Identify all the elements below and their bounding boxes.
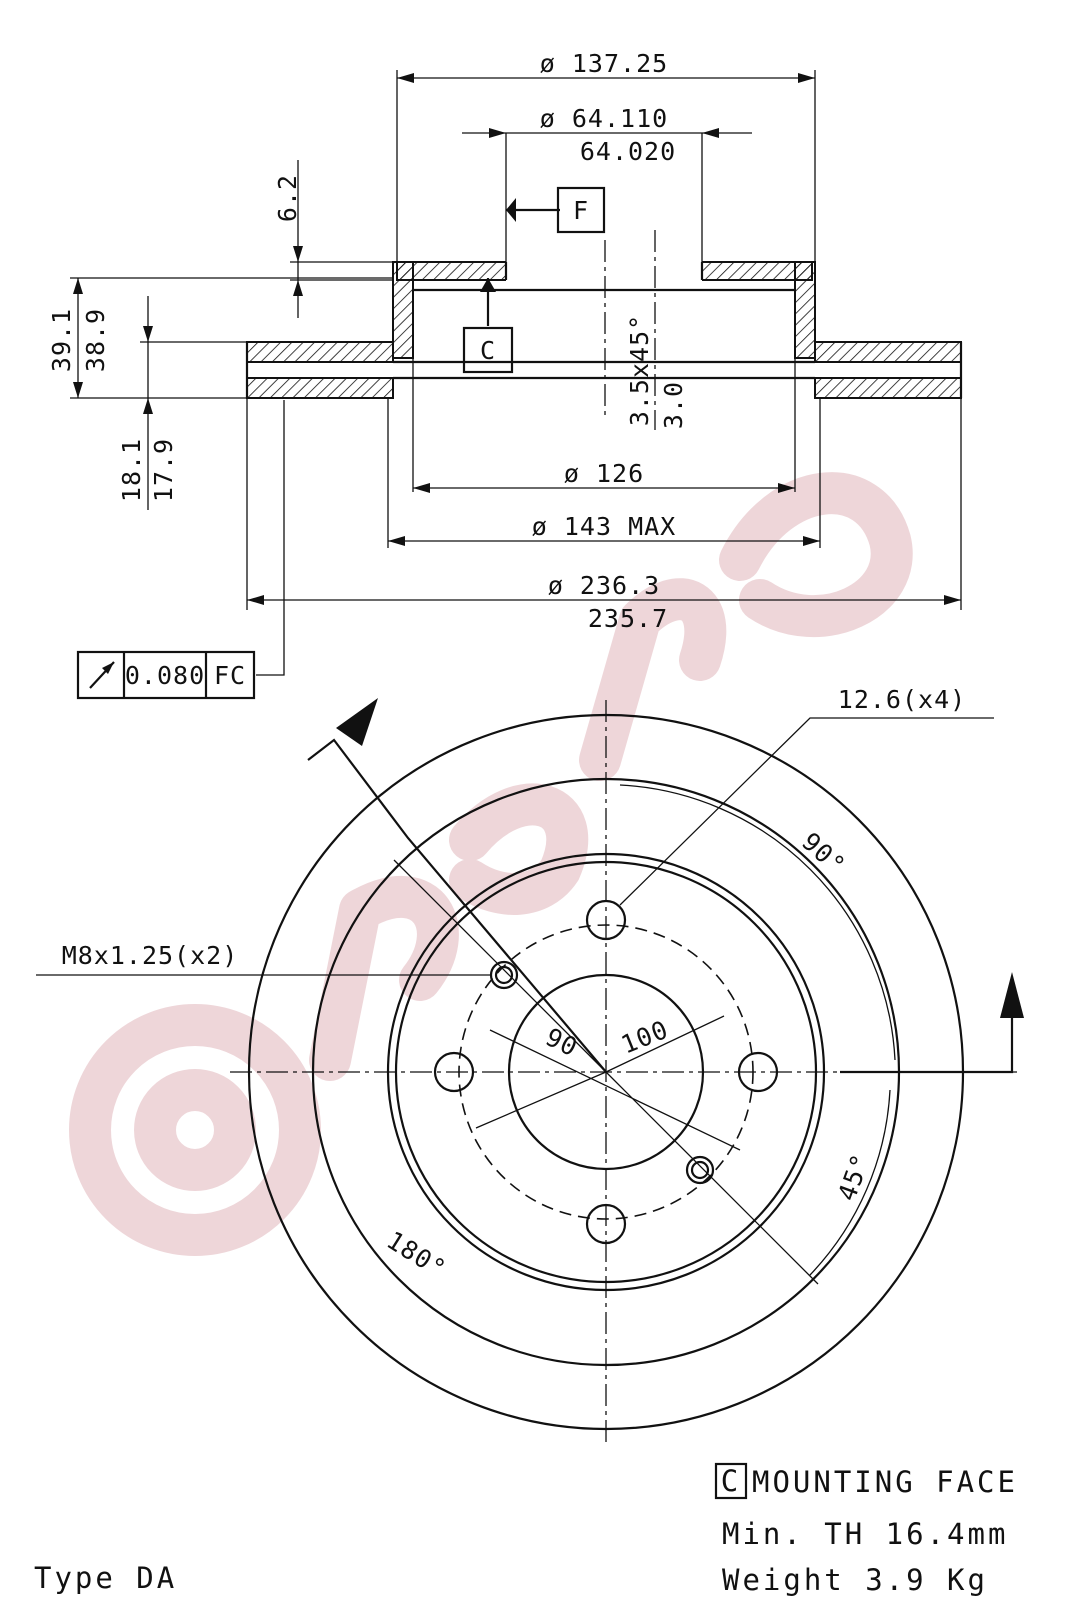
min-thickness-note: Min. TH 16.4mm (722, 1517, 1008, 1551)
dim-hat-max-dia: ø 143 MAX (532, 512, 676, 541)
tolerance-value: 0.080 (125, 661, 205, 690)
dim-disc-thickness-min: 17.9 (149, 438, 178, 502)
dim-total-height-max: 39.1 (47, 308, 76, 372)
tolerance-datums: FC (214, 661, 246, 690)
hole-callout: 12.6(x4) (838, 685, 966, 714)
angle-180-label: 180° (382, 1225, 452, 1284)
datum-f-frame (556, 186, 606, 234)
right-upper-plate (814, 341, 962, 363)
datum-c-label: C (480, 336, 496, 365)
left-lower-plate (246, 377, 394, 399)
angle-90-label: 90° (796, 827, 851, 881)
bore-gap (506, 258, 702, 284)
hat-left-wall (392, 261, 414, 359)
brand-watermark-logo (69, 472, 913, 1256)
bolt-hole-left (433, 1051, 475, 1093)
bolt-hole-right (737, 1051, 779, 1093)
notes: C MOUNTING FACE Min. TH 16.4mm Weight 3.… (34, 1462, 1018, 1597)
dim-disc-dia-min: 235.7 (588, 604, 668, 633)
weight-note: Weight 3.9 Kg (722, 1563, 988, 1597)
left-upper-plate (246, 341, 394, 363)
datum-f-label: F (573, 196, 589, 225)
mounting-face-note: MOUNTING FACE (752, 1465, 1018, 1499)
datum-c-frame (462, 326, 514, 374)
right-lower-plate (814, 377, 962, 399)
mounting-face-box-label: C (721, 1464, 741, 1498)
section-view: ø 137.25 ø 64.110 64.020 F C 6.2 39.1 38… (47, 49, 963, 700)
mounting-face-box (714, 1462, 748, 1500)
dim-bore-dia-min: 64.020 (580, 137, 676, 166)
dim-disc-dia-max: ø 236.3 (548, 571, 660, 600)
bolt-hole-bottom (585, 1203, 627, 1245)
dim-bore-dia-max: ø 64.110 (540, 104, 668, 133)
thread-hole-b (685, 1155, 715, 1185)
dim-hat-thickness: 6.2 (273, 174, 302, 222)
dim-chamfer-b: 3.0 (659, 381, 688, 429)
pcd-100-label: 100 (617, 1015, 673, 1060)
hat-right-wall (794, 261, 816, 359)
dim-total-height-min: 38.9 (81, 308, 110, 372)
dim-chamfer: 3.5x45° (625, 314, 654, 426)
runout-tolerance-frame: 0.080 FC (76, 650, 256, 700)
bolt-hole-top (585, 899, 627, 941)
angle-45-label: 45° (832, 1150, 876, 1205)
type-note: Type DA (34, 1561, 177, 1595)
thread-callout: M8x1.25(x2) (62, 941, 239, 970)
dim-outer-hat-dia: ø 137.25 (540, 49, 668, 78)
dim-inner-dia: ø 126 (564, 459, 644, 488)
dim-disc-thickness-max: 18.1 (117, 438, 146, 502)
